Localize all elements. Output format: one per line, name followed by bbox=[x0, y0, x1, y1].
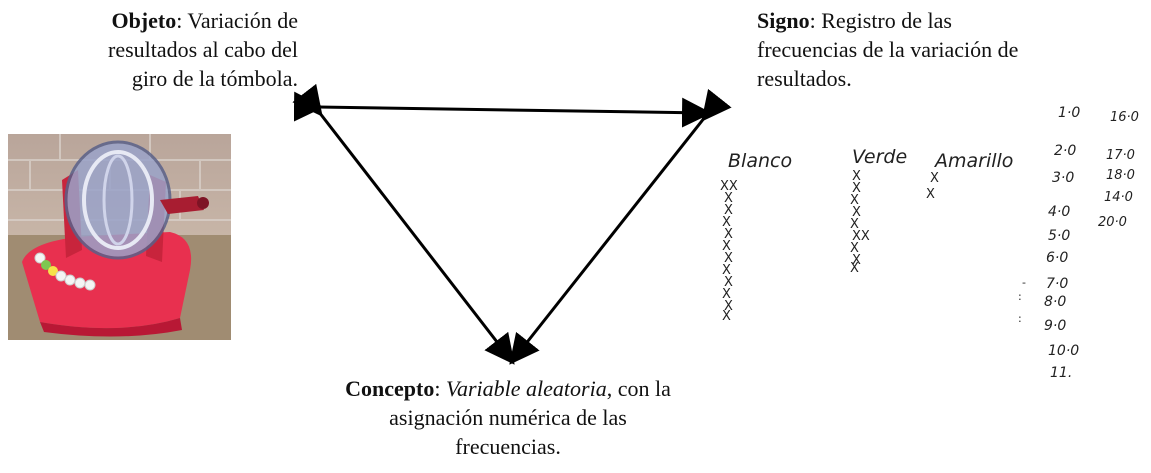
svg-text:X: X bbox=[852, 169, 861, 184]
svg-text:X: X bbox=[850, 217, 859, 232]
triangle-arrows bbox=[292, 83, 732, 365]
svg-text:X: X bbox=[852, 205, 861, 220]
svg-text:X: X bbox=[724, 251, 733, 266]
objeto-line2: resultados al cabo del bbox=[108, 37, 298, 62]
concepto-label: Concepto: Variable aleatoria, con la asi… bbox=[258, 374, 758, 461]
svg-text:1·0: 1·0 bbox=[1058, 105, 1080, 121]
svg-text:17·0: 17·0 bbox=[1106, 148, 1135, 163]
svg-text:2·0: 2·0 bbox=[1054, 143, 1076, 159]
hand-header: Verde bbox=[852, 146, 907, 168]
svg-text:X: X bbox=[926, 187, 935, 202]
svg-text::: : bbox=[1018, 290, 1022, 303]
svg-text:20·0: 20·0 bbox=[1098, 215, 1127, 230]
svg-text:X: X bbox=[850, 261, 859, 276]
tally-blanco: XX X X X X X X X X X X X bbox=[720, 179, 738, 324]
tally-verde: X X X X X XX X X X bbox=[850, 169, 870, 276]
objeto-label: Objeto: Variación de resultados al cabo … bbox=[18, 6, 298, 93]
concepto-line1: , con la bbox=[606, 376, 671, 401]
svg-text:X: X bbox=[852, 181, 861, 196]
svg-text:16·0: 16·0 bbox=[1110, 110, 1139, 125]
svg-text:X: X bbox=[724, 191, 733, 206]
signo-line1: : Registro de las bbox=[809, 8, 952, 33]
rounds-column: 1·0 2·0 3·0 4·0 5·0 6·0 7·0 8·0 9·0 10·0… bbox=[1044, 105, 1080, 381]
svg-text:X: X bbox=[724, 275, 733, 290]
svg-text:18·0: 18·0 bbox=[1106, 168, 1135, 183]
svg-text:X: X bbox=[850, 241, 859, 256]
objeto-line1: : Variación de bbox=[176, 8, 298, 33]
arrow-objeto-signo bbox=[293, 91, 712, 128]
svg-text:9·0: 9·0 bbox=[1044, 318, 1066, 334]
concepto-title: Concepto bbox=[345, 376, 435, 401]
svg-text:X: X bbox=[722, 263, 731, 278]
signo-label: Signo: Registro de las frecuencias de la… bbox=[757, 6, 1137, 93]
svg-text::: : bbox=[1018, 312, 1022, 325]
svg-text:X: X bbox=[722, 309, 731, 324]
svg-text:X: X bbox=[852, 253, 861, 268]
svg-text:6·0: 6·0 bbox=[1046, 250, 1068, 266]
objeto-line3: giro de la tómbola. bbox=[131, 66, 298, 91]
concepto-line3: frecuencias. bbox=[455, 434, 561, 459]
svg-text:X: X bbox=[724, 299, 733, 314]
svg-text:X: X bbox=[722, 215, 731, 230]
svg-text:14·0: 14·0 bbox=[1104, 190, 1133, 205]
tally-amarillo: X X bbox=[926, 171, 939, 202]
svg-text:7·0: 7·0 bbox=[1046, 276, 1068, 292]
svg-text:X: X bbox=[724, 203, 733, 218]
svg-text:XX: XX bbox=[852, 229, 870, 244]
svg-text:3·0: 3·0 bbox=[1052, 170, 1074, 186]
svg-text:X: X bbox=[850, 193, 859, 208]
concepto-italic: Variable aleatoria bbox=[445, 376, 607, 401]
svg-text:X: X bbox=[930, 171, 939, 186]
hand-header: Amarillo bbox=[933, 150, 1013, 172]
concepto-sep: : bbox=[434, 376, 446, 401]
svg-text:X: X bbox=[722, 287, 731, 302]
arrow-objeto-concepto bbox=[292, 83, 515, 365]
svg-text:11.: 11. bbox=[1050, 365, 1072, 381]
tombola-photo bbox=[8, 134, 231, 340]
stray-marks: - : : bbox=[1018, 276, 1026, 325]
svg-text:XX: XX bbox=[720, 179, 738, 194]
svg-text:8·0: 8·0 bbox=[1044, 294, 1066, 310]
svg-text:X: X bbox=[724, 227, 733, 242]
svg-text:X: X bbox=[722, 239, 731, 254]
signo-line2: frecuencias de la variación de bbox=[757, 37, 1019, 62]
svg-text:-: - bbox=[1022, 276, 1026, 289]
arrow-signo-concepto bbox=[509, 88, 732, 365]
hand-header: Blanco bbox=[728, 150, 792, 172]
svg-text:5·0: 5·0 bbox=[1048, 228, 1070, 244]
svg-text:10·0: 10·0 bbox=[1048, 343, 1079, 359]
handwritten-record: Blanco Verde Amarillo XX X X X X X X X X… bbox=[720, 105, 1139, 381]
concepto-line2: asignación numérica de las bbox=[389, 405, 627, 430]
signo-title: Signo bbox=[757, 8, 810, 33]
signo-line3: resultados. bbox=[757, 66, 852, 91]
values-column: 16·0 17·0 18·0 14·0 20·0 bbox=[1098, 110, 1139, 230]
objeto-title: Objeto bbox=[111, 8, 177, 33]
svg-text:4·0: 4·0 bbox=[1048, 204, 1070, 220]
